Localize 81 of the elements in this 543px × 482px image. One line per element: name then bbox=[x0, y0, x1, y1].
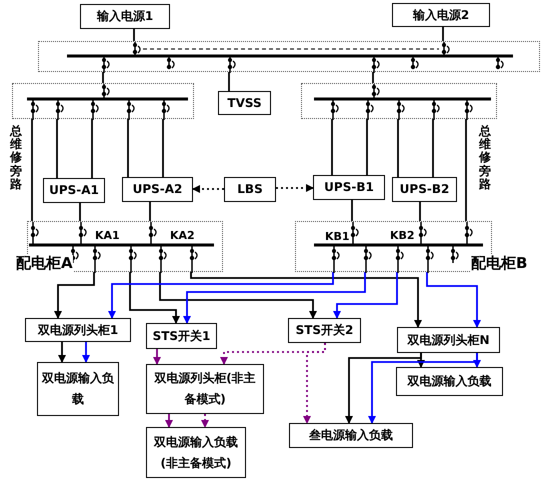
busbar-label: KB1 bbox=[325, 230, 350, 243]
box-label: 双电源列头柜(非主备模式) bbox=[153, 370, 257, 408]
box-label: 输入电源1 bbox=[96, 8, 154, 25]
component-box bbox=[288, 318, 361, 343]
component-box bbox=[25, 318, 131, 342]
connector-line bbox=[372, 72, 374, 83]
box-label: UPS-A1 bbox=[49, 182, 99, 199]
box-label: LBS bbox=[237, 181, 263, 198]
connector-line bbox=[465, 119, 467, 221]
box-label: 双电源列头柜1 bbox=[38, 322, 118, 338]
arrow bbox=[183, 272, 366, 324]
arrow bbox=[54, 272, 95, 319]
connector-line bbox=[102, 72, 104, 83]
box-label: UPS-B2 bbox=[400, 181, 450, 198]
arrow bbox=[58, 342, 66, 363]
connector-line bbox=[79, 203, 81, 221]
box-label: 双电源输入负载(非主备模式) bbox=[152, 434, 239, 472]
connector-line bbox=[149, 202, 151, 221]
component-box bbox=[122, 177, 193, 202]
component-box bbox=[396, 367, 503, 396]
component-box bbox=[313, 175, 385, 200]
arrow bbox=[201, 414, 209, 428]
box-label: STS开关1 bbox=[152, 328, 210, 344]
arrow bbox=[190, 272, 422, 328]
connector-line bbox=[162, 119, 164, 177]
bypass-label: 总维修旁路 bbox=[479, 125, 491, 191]
box-label: 双电源列头柜N bbox=[407, 332, 490, 348]
arrow bbox=[333, 272, 398, 319]
connector-line bbox=[228, 72, 230, 91]
connector-line bbox=[31, 119, 33, 221]
box-label: TVSS bbox=[227, 94, 262, 112]
arrow bbox=[165, 414, 173, 428]
connector-line bbox=[442, 27, 444, 41]
arrow bbox=[192, 185, 224, 193]
box-label: UPS-A2 bbox=[132, 181, 182, 198]
arrow bbox=[82, 342, 90, 363]
switchgear-panel bbox=[12, 83, 194, 119]
component-box bbox=[392, 3, 490, 27]
connector-line bbox=[419, 202, 421, 221]
bypass-label: 总维修旁路 bbox=[10, 125, 22, 191]
busbar-label: KA2 bbox=[170, 229, 195, 242]
component-box bbox=[146, 323, 217, 349]
component-box bbox=[37, 362, 119, 416]
connector-line bbox=[56, 119, 58, 178]
arrow bbox=[276, 184, 314, 192]
busbar-label: KA1 bbox=[95, 229, 120, 242]
arrow bbox=[426, 272, 481, 328]
arrow bbox=[159, 272, 317, 319]
connector-line bbox=[397, 119, 399, 177]
connector-line bbox=[133, 29, 135, 41]
box-label: STS开关2 bbox=[296, 322, 354, 339]
box-label: 叁电源输入负载 bbox=[309, 427, 393, 444]
component-box bbox=[397, 327, 500, 353]
box-label: 双电源输入负载 bbox=[40, 370, 115, 408]
arrow bbox=[153, 349, 161, 365]
component-box bbox=[218, 91, 271, 115]
connector-line bbox=[351, 200, 353, 221]
connector-line bbox=[331, 119, 333, 175]
arrow bbox=[108, 272, 334, 319]
component-box bbox=[392, 177, 457, 202]
panel-heading: 配电柜A bbox=[16, 255, 73, 272]
component-box bbox=[80, 4, 170, 29]
arrow bbox=[345, 353, 422, 424]
box-label: UPS-B1 bbox=[324, 179, 374, 196]
arrow bbox=[303, 343, 326, 424]
connector-line bbox=[127, 119, 129, 177]
busbar-label: KB2 bbox=[390, 229, 415, 242]
connector-line bbox=[432, 119, 434, 177]
component-box bbox=[289, 423, 413, 448]
arrow bbox=[368, 353, 478, 424]
connector-line bbox=[91, 119, 93, 178]
component-box bbox=[146, 427, 246, 478]
arrow bbox=[129, 272, 180, 324]
switchgear-panel bbox=[38, 41, 540, 72]
box-label: 双电源输入负载 bbox=[408, 373, 492, 390]
component-box bbox=[43, 178, 105, 203]
component-box bbox=[224, 177, 276, 202]
connector-line bbox=[366, 119, 368, 175]
component-box bbox=[146, 364, 264, 414]
box-label: 输入电源2 bbox=[412, 6, 470, 24]
panel-heading: 配电柜B bbox=[471, 255, 528, 272]
